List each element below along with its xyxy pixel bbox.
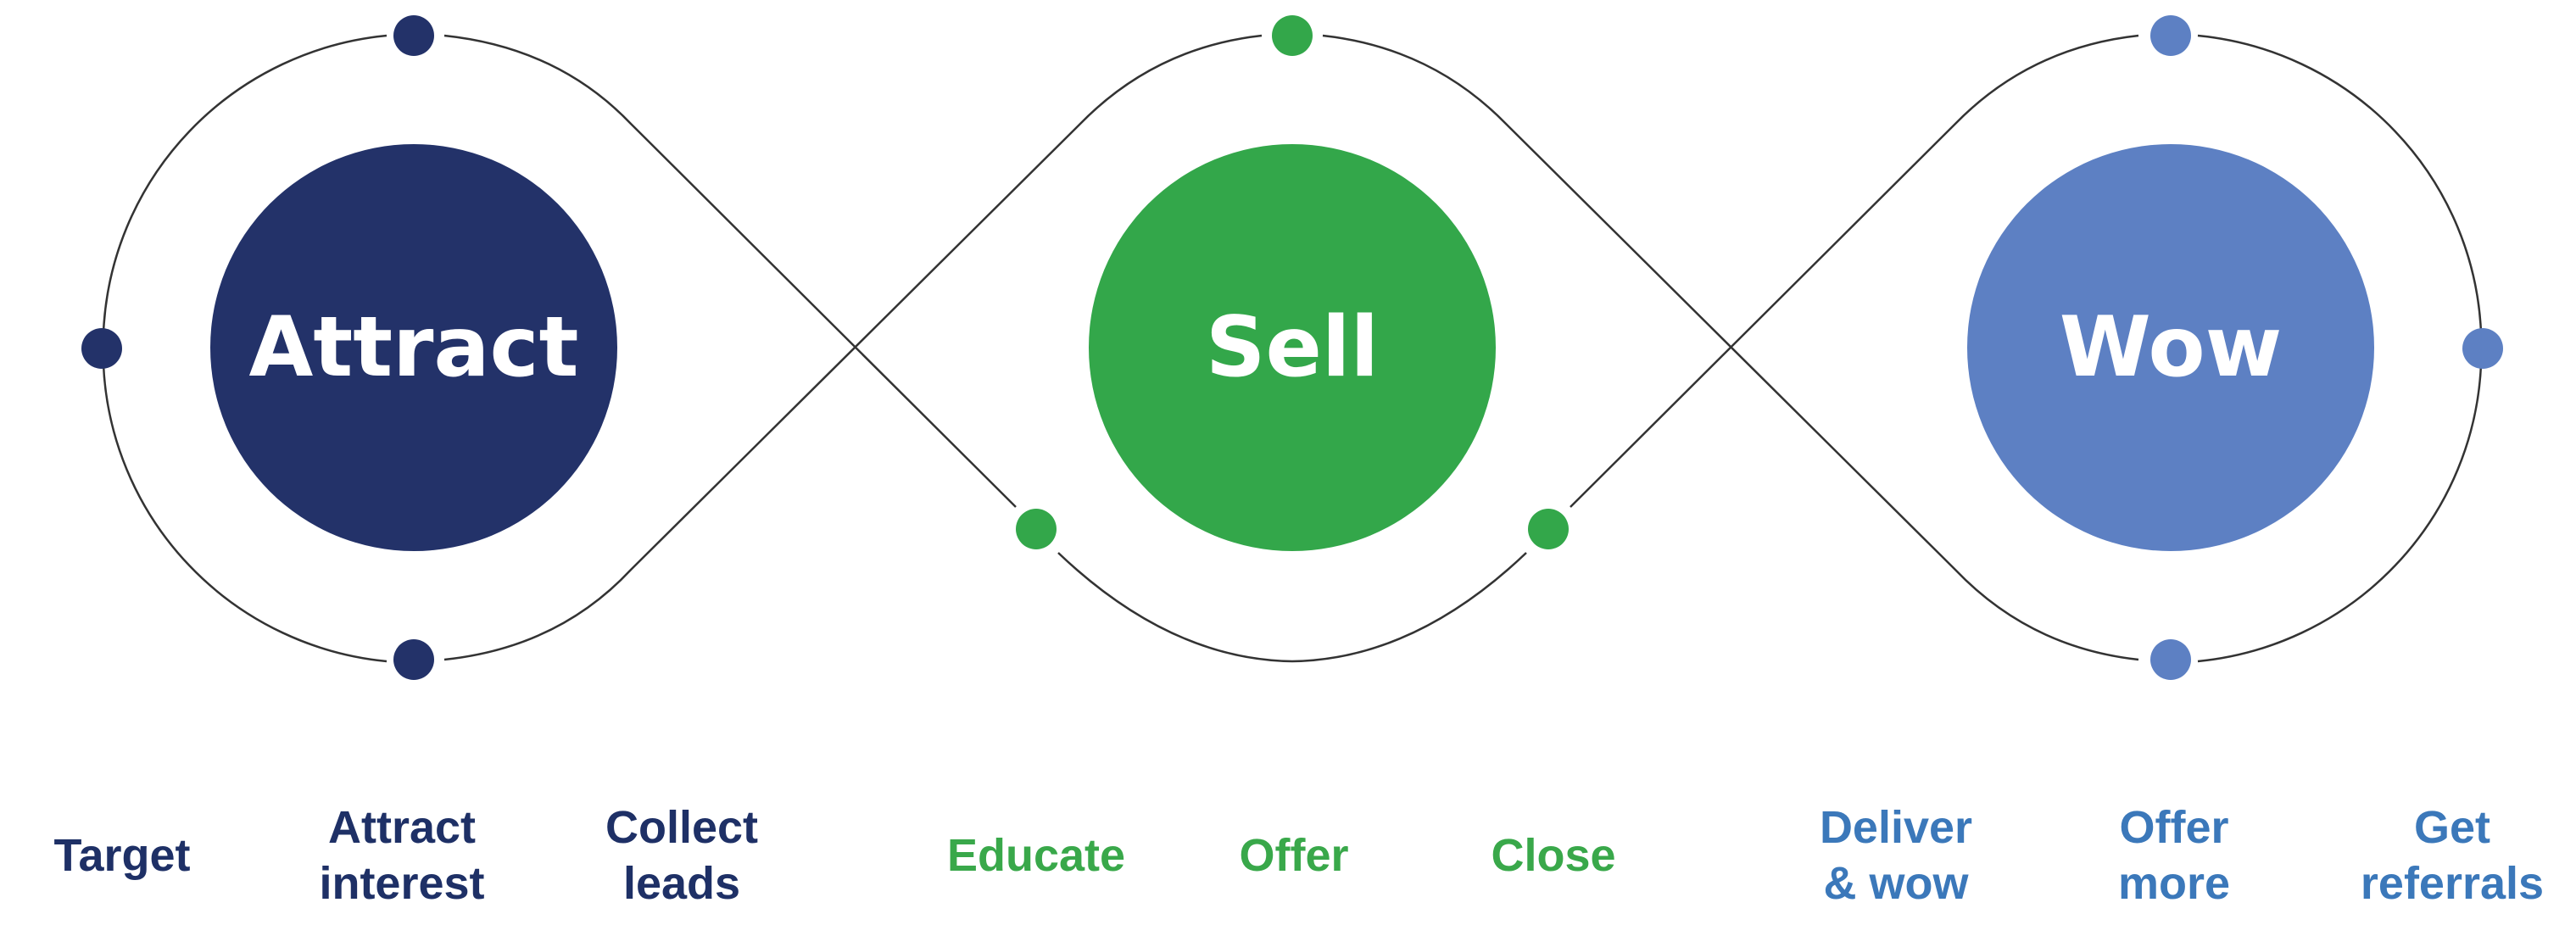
step-node-educate [1016, 509, 1057, 549]
step-label-offer-more: Offer more [2117, 802, 2231, 909]
step-nodes [81, 15, 2503, 680]
step-node-offer-more [2150, 639, 2191, 680]
attract-lower-connector [443, 34, 1263, 661]
attract-hub-label: Attract [249, 299, 579, 396]
wow-hub-label: Wow [2060, 299, 2282, 396]
attract-hub-circle [210, 144, 617, 551]
step-label-offer: Offer [1239, 830, 1349, 881]
step-label-deliver-wow: Deliver & wow [1819, 802, 1973, 909]
sell-lower-arc [1057, 552, 1527, 663]
attract-loop-arc-lower [102, 364, 388, 663]
step-label-attract-interest: Attract interest [319, 802, 485, 909]
step-node-deliver-wow [2150, 15, 2191, 56]
wow-loop-arc [2197, 34, 2483, 333]
step-label-collect-leads: Collect leads [605, 802, 759, 909]
step-node-offer [1272, 15, 1313, 56]
hub-circles: Attract Sell Wow [210, 144, 2374, 551]
step-label-get-referrals: Get referrals [2360, 802, 2545, 909]
sell-hub-label: Sell [1206, 299, 1379, 396]
wow-hub-circle [1967, 144, 2374, 551]
wow-loop-arc-lower [2197, 364, 2483, 663]
loop-path [102, 34, 2483, 663]
step-node-target [81, 328, 122, 369]
step-node-collect-leads [393, 639, 434, 680]
step-label-close: Close [1491, 830, 1616, 881]
infinity-loop-diagram: Attract Sell Wow [81, 15, 2503, 680]
step-label-educate: Educate [946, 830, 1126, 881]
step-node-attract-interest [393, 15, 434, 56]
step-node-close [1528, 509, 1569, 549]
sell-right-connector [1570, 34, 2139, 508]
step-label-target: Target [53, 830, 191, 881]
sell-hub-circle [1089, 144, 1496, 551]
attract-upper-connector [443, 34, 1017, 508]
step-node-get-referrals [2462, 328, 2503, 369]
attract-loop-arc [102, 34, 388, 333]
